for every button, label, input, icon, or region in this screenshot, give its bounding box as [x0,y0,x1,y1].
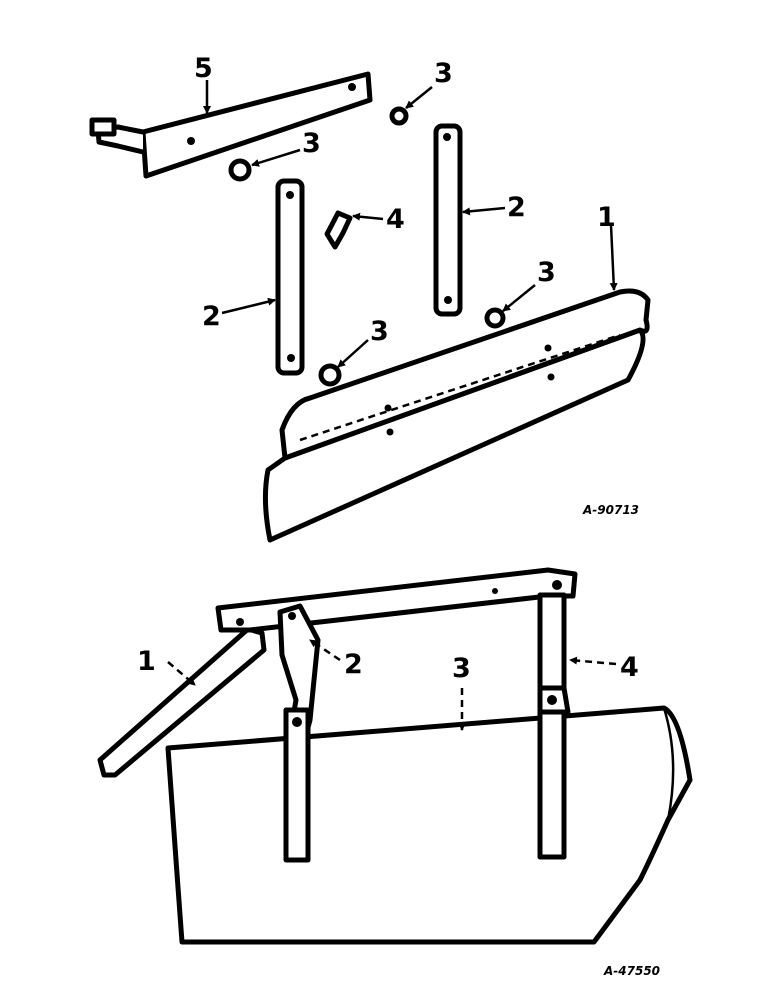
leader-b2 [309,638,341,662]
leader-b4 [569,656,617,666]
bottom-figure: 1 2 3 4 A-47550 [97,567,693,978]
callout-3: 3 [537,257,556,288]
callout-3: 3 [434,58,453,89]
callout-3: 3 [302,128,321,159]
leader-4 [352,212,384,221]
leader-b1 [167,661,196,686]
leader-1 [609,224,618,291]
callout-2: 2 [344,649,363,680]
nut-top-right [389,106,409,126]
figure-code: A-47550 [603,964,660,978]
callout-3: 3 [370,316,389,347]
figure-code: A-90713 [582,503,639,517]
leader-3c [502,284,536,312]
top-figure: 5 3 3 4 2 2 1 3 3 A-90713 [89,53,651,543]
leader-3b [251,148,301,167]
shield [262,288,651,543]
small-bracket [324,210,353,250]
leader-2a [462,206,506,216]
nut-right [484,307,506,329]
right-upright [537,592,571,860]
top-bar [215,567,578,633]
left-bracket [277,603,321,863]
shield-body [165,705,693,945]
mounting-bar [89,71,373,179]
nut-top-left [228,158,252,182]
callout-3: 3 [452,653,471,684]
strap-right [433,123,463,317]
strap-left [275,178,305,376]
leader-2b [221,297,276,315]
callout-1: 1 [597,202,616,233]
callout-4: 4 [620,652,639,683]
callout-5: 5 [194,53,213,84]
nut-lower [318,363,342,387]
callout-2: 2 [202,301,221,332]
leader-3a [405,86,433,109]
callout-1: 1 [137,646,156,677]
callout-2: 2 [507,192,526,223]
callout-4: 4 [386,204,405,235]
leader-3d [337,339,369,368]
